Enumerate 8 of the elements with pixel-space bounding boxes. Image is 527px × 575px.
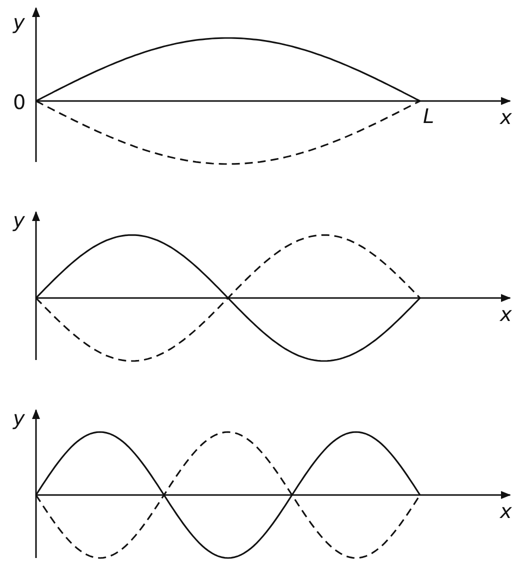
- axis-label: x: [500, 107, 512, 127]
- axis-label: y: [13, 210, 25, 230]
- axis-label: y: [13, 408, 25, 428]
- axis-label: y: [13, 12, 25, 32]
- axis-label: x: [500, 501, 512, 521]
- axis-label: x: [500, 304, 512, 324]
- axis-label: 0: [13, 92, 26, 112]
- axis-label: L: [423, 106, 434, 126]
